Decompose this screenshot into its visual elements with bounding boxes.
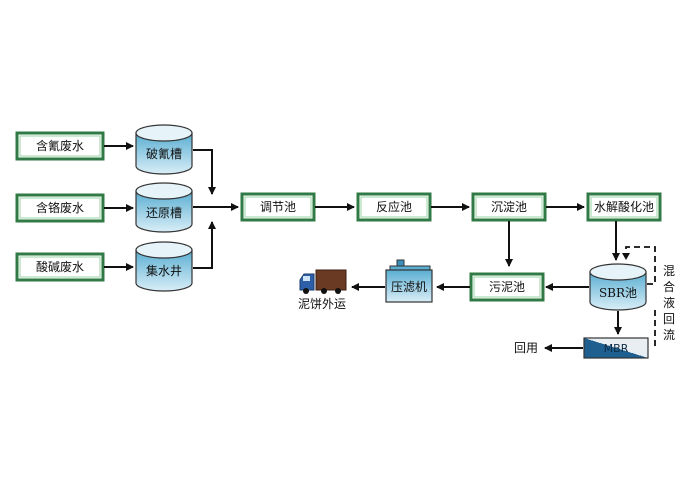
reflux-char: 流 [662,328,675,342]
process-label-regulating: 调节池 [260,200,296,214]
input-box-chrome: 含铬废水 [15,193,105,223]
reflux-char: 液 [662,296,675,310]
reuse-label: 回用 [514,341,538,355]
tank-sbr: SBR池 [589,263,647,311]
process-label-sludge: 污泥池 [489,280,525,294]
mbr-unit: MBR [583,337,649,359]
process-box-reaction: 反应池 [356,192,432,222]
reflux-label: 混 合 液 回 流 [662,263,676,343]
tank-label-reduction: 还原槽 [146,206,182,220]
reflux-char: 合 [662,280,675,294]
tank-reduction: 还原槽 [135,182,193,233]
reflux-dashed-line [625,246,656,285]
process-box-sedimentation: 沉淀池 [471,192,547,222]
reflux-char: 混 [662,264,675,278]
input-box-cyanide: 含氰废水 [15,131,105,161]
truck-icon [299,269,347,294]
input-box-acidbase: 酸碱废水 [15,252,105,282]
input-label-cyanide: 含氰废水 [36,138,84,153]
process-box-sludge: 污泥池 [469,272,545,302]
arrow-collection-merge [193,221,216,269]
process-box-regulating: 调节池 [240,192,316,222]
filter-press: 压滤机 [385,259,433,303]
process-label-sedimentation: 沉淀池 [491,200,527,214]
mbr-label: MBR [604,342,629,355]
tank-label-sbr: SBR池 [599,286,637,300]
tank-break-cyanide: 破氰槽 [135,124,193,175]
reflux-arrowhead [622,253,630,260]
tank-label-collection: 集水井 [146,263,182,278]
tank-label-break-cyanide: 破氰槽 [146,146,182,161]
cake-out-label: 泥饼外运 [298,297,346,311]
tank-collection: 集水井 [135,241,193,292]
arrow-break-cyanide-merge [193,149,216,195]
filter-press-label: 压滤机 [391,280,427,294]
process-box-hydrolysis: 水解酸化池 [586,192,662,222]
process-label-reaction: 反应池 [376,199,412,214]
reflux-char: 回 [662,312,675,326]
process-label-hydrolysis: 水解酸化池 [594,199,654,214]
reflux-dashed-lower [652,310,656,348]
input-label-acidbase: 酸碱废水 [36,259,84,274]
input-label-chrome: 含铬废水 [36,200,84,215]
